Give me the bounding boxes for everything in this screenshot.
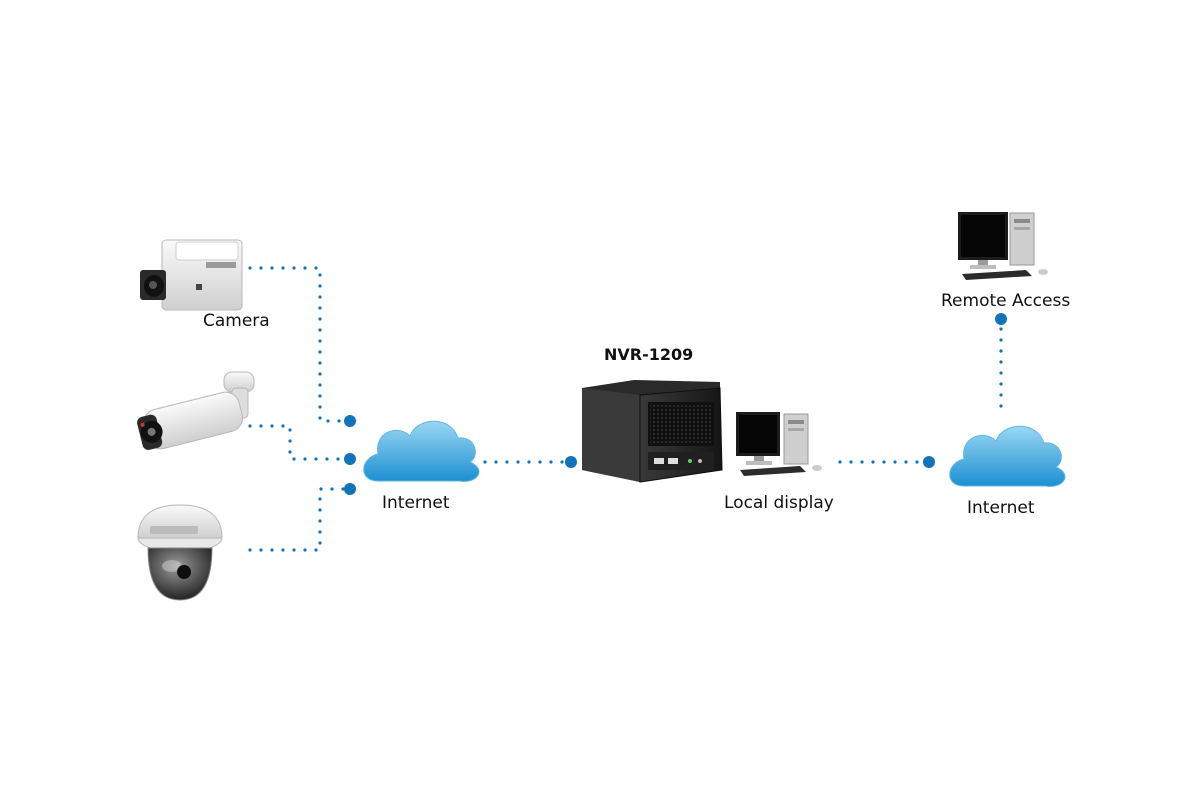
link-camera-bullet-internet	[248, 424, 352, 461]
endpoint-dot	[344, 453, 356, 465]
nvr-label: NVR-1209	[604, 345, 694, 364]
desktop-computer-icon	[736, 412, 822, 476]
internet-right-label: Internet	[967, 498, 1035, 518]
endpoint-dot	[923, 456, 935, 468]
box-camera-icon	[140, 239, 243, 311]
camera-label: Camera	[203, 311, 270, 331]
dome-camera-icon	[137, 504, 223, 601]
cloud-icon	[949, 425, 1066, 487]
nvr-icon	[582, 380, 723, 483]
bullet-camera-icon	[137, 371, 255, 450]
link-camera-dome-internet	[248, 487, 352, 552]
endpoint-dot	[995, 313, 1007, 325]
link-camera-box-internet	[248, 266, 352, 423]
endpoint-dot	[344, 415, 356, 427]
local-display-label: Local display	[724, 493, 834, 513]
endpoint-dot	[344, 483, 356, 495]
connection-endpoints	[344, 313, 1007, 495]
endpoint-dot	[565, 456, 577, 468]
remote-access-label: Remote Access	[941, 291, 1071, 311]
internet-left-label: Internet	[382, 493, 450, 513]
desktop-computer-icon	[958, 212, 1048, 280]
connection-lines	[248, 266, 1003, 552]
cloud-icon	[363, 420, 480, 482]
